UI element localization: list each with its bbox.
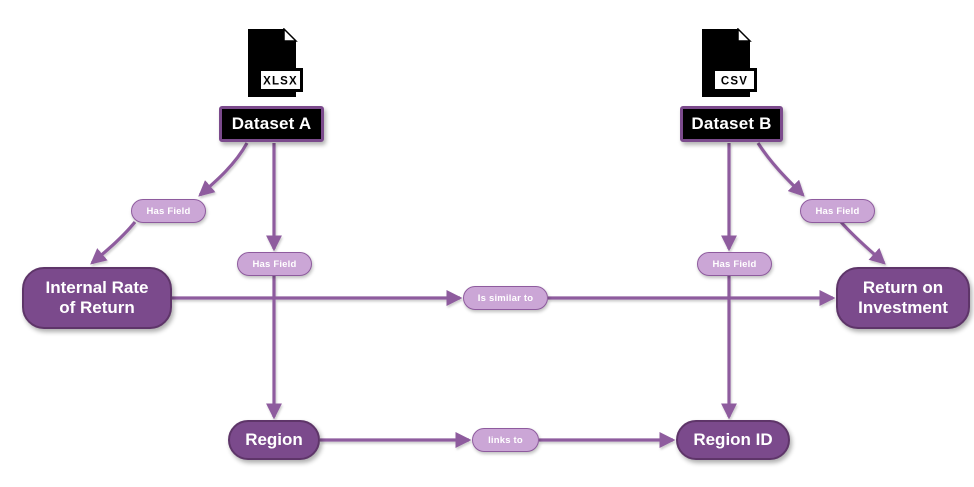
node-region-id[interactable]: Region ID [676,420,790,460]
edge-label-is-similar-to[interactable]: Is similar to [463,286,548,310]
csv-file-icon: CSV [700,28,758,98]
node-dataset-a[interactable]: Dataset A [219,106,324,142]
edge-label-text: Is similar to [477,292,534,304]
node-dataset-b-label: Dataset B [691,114,772,133]
node-dataset-a-label: Dataset A [231,114,312,133]
node-internal-rate-of-return[interactable]: Internal Rate of Return [22,267,172,329]
node-region[interactable]: Region [228,420,320,460]
edge-label-links-to[interactable]: links to [472,428,539,452]
node-internal-rate-of-return-label: Internal Rate of Return [45,278,149,317]
edge-dataset-b-to-has-field-right [756,142,805,197]
edge-label-text: Has Field [146,205,191,217]
edge-label-text: links to [488,434,523,446]
edge-label-has-field-dataset-b-roi[interactable]: Has Field [800,199,875,223]
edge-label-text: Has Field [815,205,860,217]
xlsx-file-icon: XLSX [246,28,304,98]
node-region-id-label: Region ID [693,430,773,450]
edge-label-has-field-dataset-a-irr[interactable]: Has Field [131,199,206,223]
edge-has-field-right-to-roi [839,220,886,265]
csv-label: CSV [721,76,748,88]
xlsx-label: XLSX [263,76,298,88]
edge-label-text: Has Field [712,258,757,270]
edge-label-has-field-dataset-b-region-id[interactable]: Has Field [697,252,772,276]
edge-has-field-left-to-irr [90,220,137,265]
edge-dataset-a-to-has-field-left [198,142,249,197]
node-region-label: Region [245,430,303,450]
edge-label-has-field-dataset-a-region[interactable]: Has Field [237,252,312,276]
edge-label-text: Has Field [252,258,297,270]
node-return-on-investment[interactable]: Return on Investment [836,267,970,329]
node-return-on-investment-label: Return on Investment [858,278,948,317]
node-dataset-b[interactable]: Dataset B [680,106,783,142]
